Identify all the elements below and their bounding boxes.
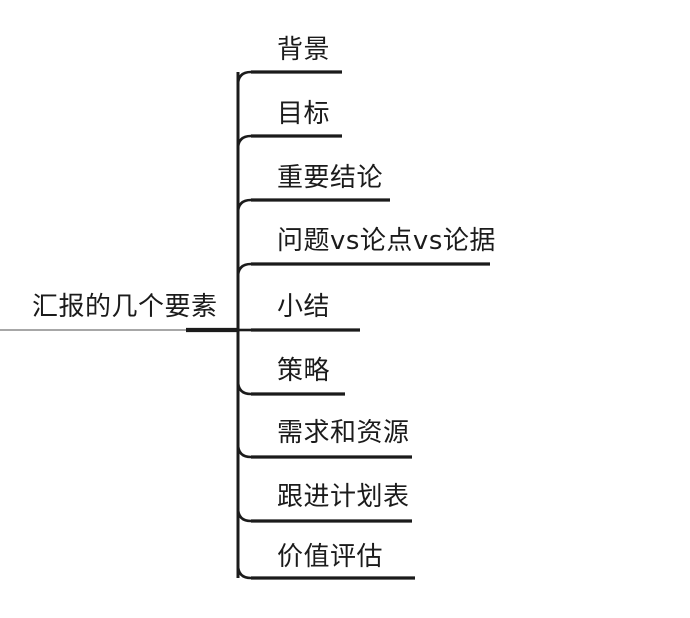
branch-label-4[interactable]: 问题vs论点vs论据	[277, 226, 496, 256]
branch-label-8[interactable]: 跟进计划表	[277, 482, 410, 512]
branch-connector-3	[236, 198, 252, 214]
branch-connector-6	[236, 380, 252, 396]
branch-label-3[interactable]: 重要结论	[277, 163, 384, 193]
branch-connector-2	[236, 134, 252, 150]
branch-label-6[interactable]: 策略	[277, 356, 331, 386]
branch-connector-1	[236, 70, 252, 86]
branch-connector-9	[236, 564, 252, 580]
branch-label-1[interactable]: 背景	[277, 35, 331, 65]
branch-connector-7	[236, 443, 252, 459]
branch-label-7[interactable]: 需求和资源	[277, 418, 410, 448]
branch-label-9[interactable]: 价值评估	[277, 542, 384, 572]
branch-connector-4	[236, 262, 252, 278]
root-node-label[interactable]: 汇报的几个要素	[32, 292, 218, 322]
branch-connector-8	[236, 507, 252, 523]
branch-label-2[interactable]: 目标	[277, 99, 331, 129]
branch-label-5[interactable]: 小结	[277, 292, 331, 322]
